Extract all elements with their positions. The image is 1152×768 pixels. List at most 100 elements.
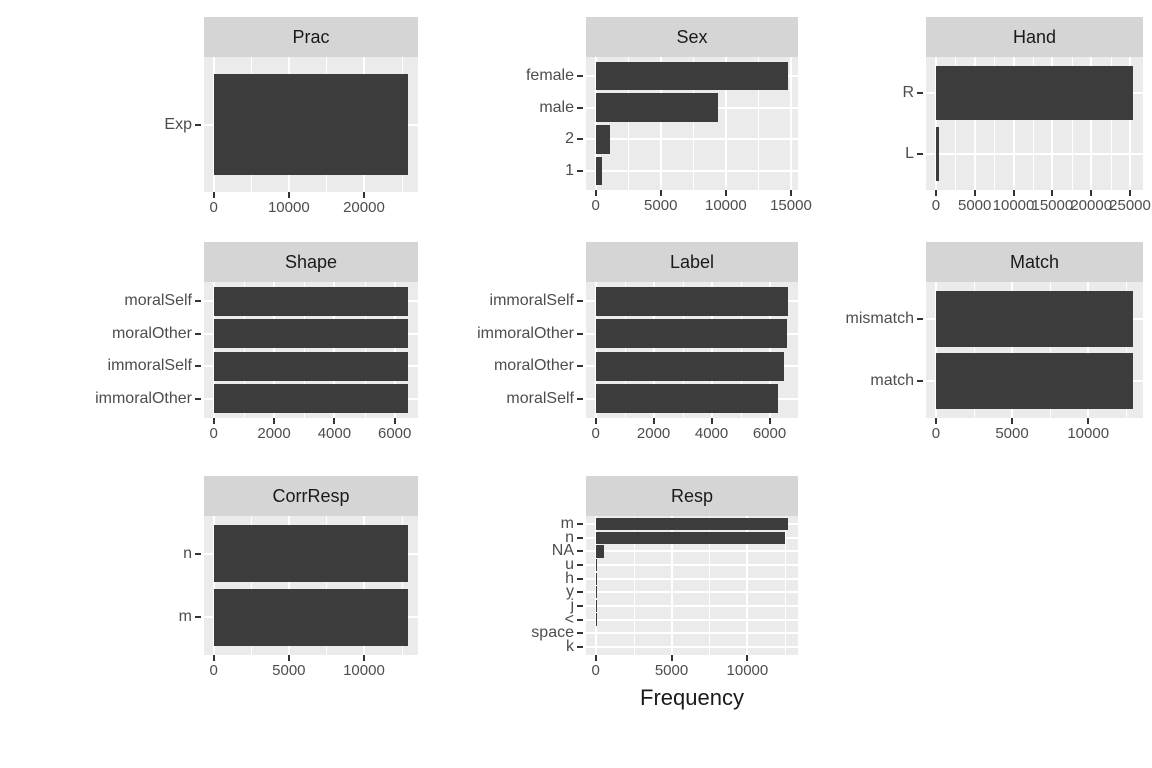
y-tick-label: 1 [565, 162, 574, 179]
facet-title: CorrResp [272, 485, 350, 506]
x-tick-mark [273, 418, 276, 424]
major-gridline [393, 282, 396, 418]
x-tick-label: 0 [209, 425, 218, 442]
y-tick-mark [577, 300, 583, 303]
minor-gridline [1050, 282, 1052, 418]
category-gridline [586, 618, 798, 621]
minor-gridline [758, 57, 760, 190]
facet-strip: Resp [586, 476, 798, 516]
y-tick-mark [577, 523, 583, 526]
major-gridline [710, 282, 713, 418]
x-tick-mark [362, 192, 365, 198]
x-tick-label: 10000 [992, 197, 1035, 214]
y-tick-mark [577, 332, 583, 335]
facet-strip: Shape [204, 242, 418, 282]
minor-gridline [693, 57, 695, 190]
category-gridline [586, 550, 798, 553]
plot-panel [204, 282, 418, 418]
x-tick-label: 10000 [1067, 425, 1110, 442]
major-gridline [362, 516, 365, 655]
y-tick-mark [577, 550, 583, 553]
y-tick-label: moralSelf [506, 389, 574, 407]
y-tick-mark [195, 552, 201, 555]
bar [595, 531, 785, 544]
minor-gridline [624, 282, 626, 418]
minor-gridline [955, 57, 957, 190]
major-gridline [670, 516, 673, 655]
category-gridline [586, 564, 798, 567]
x-tick-label: 5000 [644, 197, 678, 214]
y-tick-label: female [525, 67, 574, 84]
major-gridline [1051, 57, 1054, 190]
y-tick-mark [577, 604, 583, 607]
facet-strip: Prac [204, 17, 418, 57]
facet-strip: Label [586, 242, 798, 282]
y-tick-label: j [570, 596, 574, 614]
facet-title: Label [669, 251, 715, 272]
facet-title: Hand [1012, 26, 1057, 47]
x-tick-mark [659, 190, 662, 196]
plot-panel [204, 57, 418, 192]
y-tick-label: n [565, 528, 574, 546]
bar [935, 126, 939, 181]
major-gridline [212, 282, 215, 418]
y-tick-label: L [905, 144, 914, 162]
y-tick-label: mismatch [845, 310, 914, 328]
y-tick-label: m [560, 515, 574, 533]
major-gridline [1090, 57, 1093, 190]
bar [213, 286, 409, 316]
major-gridline [973, 57, 976, 190]
category-gridline [926, 152, 1143, 155]
x-tick-mark [594, 655, 597, 661]
x-tick-mark [934, 190, 937, 196]
x-axis-title: Frequency [640, 685, 744, 710]
x-tick-label: 0 [931, 425, 941, 442]
x-tick-label: 2000 [257, 425, 291, 442]
y-tick-label: moralSelf [124, 292, 192, 310]
x-tick-label: 10000 [343, 662, 385, 679]
minor-gridline [628, 57, 630, 190]
facet-strip: Hand [926, 17, 1143, 57]
x-tick-mark [973, 190, 976, 196]
y-tick-mark [195, 332, 201, 335]
minor-gridline [740, 282, 742, 418]
y-tick-label: space [531, 624, 574, 642]
x-tick-mark [212, 418, 215, 424]
x-tick-mark [670, 655, 673, 661]
major-gridline [1087, 282, 1090, 418]
category-gridline [586, 632, 798, 635]
bar [595, 319, 787, 349]
bar [213, 525, 409, 583]
bar [595, 286, 789, 316]
facet-title: Sex [676, 26, 708, 47]
y-tick-label: h [565, 569, 574, 587]
plot-panel [926, 282, 1143, 418]
plot-panel [926, 57, 1143, 190]
plot-panel [586, 57, 798, 190]
x-tick-mark [594, 190, 597, 196]
major-gridline [652, 282, 655, 418]
x-tick-label: 15000 [770, 197, 812, 214]
minor-gridline [1032, 57, 1034, 190]
bar [935, 66, 1134, 121]
x-tick-label: 15000 [1031, 197, 1074, 214]
y-tick-label: immoralOther [477, 324, 574, 342]
minor-gridline [326, 516, 328, 655]
x-tick-label: 10000 [267, 199, 310, 216]
x-tick-mark [362, 655, 365, 661]
y-tick-label: immoralOther [95, 389, 192, 407]
x-tick-mark [333, 418, 336, 424]
x-tick-mark [710, 418, 713, 424]
minor-gridline [682, 282, 684, 418]
bar [213, 73, 409, 176]
